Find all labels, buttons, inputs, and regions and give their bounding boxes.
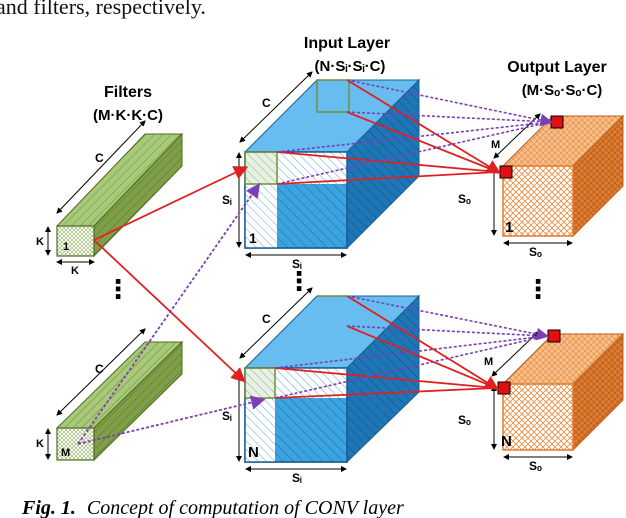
output-bottom-s-vertical: Sₒ — [458, 413, 471, 427]
purple-arrow — [346, 325, 547, 337]
output-top-s-vertical: Sₒ — [458, 192, 471, 206]
filters-group: Filters (M·K·K·C) 1 C K K ⋮ M C K — [36, 84, 184, 462]
filters-ellipsis: ⋮ — [105, 274, 131, 304]
purple-arrow — [77, 395, 266, 445]
purple-arrow — [276, 121, 551, 185]
output-layer-title: Output Layer — [507, 59, 607, 76]
purple-arrow — [77, 183, 261, 445]
purple-arrow — [274, 335, 547, 369]
red-arrow — [93, 239, 246, 383]
output-top-s-horizontal: Sₒ — [529, 245, 542, 259]
purple-arrow — [346, 111, 551, 123]
output-ellipsis: ⋮ — [525, 274, 551, 304]
filters-title: Filters — [104, 84, 152, 101]
filter-bottom-index: M — [61, 447, 70, 459]
output-top-m-label: M — [491, 139, 500, 151]
red-arrow — [93, 166, 249, 241]
input-layer-dims: (N·Sᵢ·Sᵢ·C) — [315, 58, 386, 75]
red-arrow — [346, 325, 497, 389]
input-bottom-s-horizontal: Sᵢ — [292, 471, 302, 485]
filter-top-index: 1 — [63, 241, 69, 253]
filter-top-c-label: C — [95, 151, 104, 165]
input-bottom-c-label: C — [262, 312, 271, 326]
output-layer-group: Output Layer (M·Sₒ·Sₒ·C) 1 M Sₒ Sₒ ⋮ N M — [458, 59, 625, 473]
output-bottom-m-label: M — [484, 356, 493, 368]
input-cube-top: 1 — [243, 78, 421, 250]
red-arrow — [276, 151, 499, 173]
filter-top-k-horizontal: K — [71, 265, 79, 277]
input-top-s-vertical: Sᵢ — [222, 193, 232, 207]
red-arrow — [274, 367, 497, 389]
figure-caption: Fig. 1. Concept of computation of CONV l… — [21, 497, 404, 518]
red-arrow — [346, 79, 502, 174]
input-layer-group: Input Layer (N·Sᵢ·Sᵢ·C) 1 C Sᵢ Sᵢ ⋮ — [222, 35, 421, 485]
connection-arrows — [77, 79, 554, 445]
purple-arrow — [346, 295, 550, 341]
output-top-index: 1 — [505, 219, 513, 236]
output-cube-bottom: N — [497, 329, 625, 452]
output-bottom-s-horizontal: Sₒ — [529, 459, 542, 473]
purple-arrow — [346, 79, 554, 127]
red-arrow — [346, 111, 499, 173]
purple-arrow — [276, 121, 551, 153]
filter-bottom-bar: M — [55, 340, 184, 462]
input-top-s-horizontal: Sᵢ — [292, 257, 302, 271]
red-arrow — [274, 387, 497, 399]
figure-caption-text: Concept of computation of CONV layer — [87, 497, 404, 518]
output-bottom-index: N — [501, 433, 512, 450]
filters-dims: (M·K·K·C) — [93, 107, 163, 124]
filter-bottom-k-vertical: K — [36, 438, 44, 450]
input-layer-title: Input Layer — [304, 35, 390, 52]
filter-top-k-vertical: K — [36, 236, 44, 248]
input-top-index: 1 — [249, 230, 257, 246]
red-arrow — [346, 295, 500, 390]
output-layer-dims: (M·Sₒ·Sₒ·C) — [522, 82, 603, 99]
purple-arrow — [274, 335, 547, 399]
input-bottom-index: N — [248, 444, 259, 461]
red-arrow — [276, 171, 499, 185]
figure-label: Fig. 1. — [21, 497, 76, 518]
header-text: and filters, respectively. — [0, 0, 206, 19]
filter-bottom-c-label: C — [95, 362, 104, 376]
input-bottom-s-vertical: Sᵢ — [222, 409, 232, 423]
filter-top-bar: 1 — [55, 132, 184, 258]
input-top-c-label: C — [262, 96, 271, 110]
